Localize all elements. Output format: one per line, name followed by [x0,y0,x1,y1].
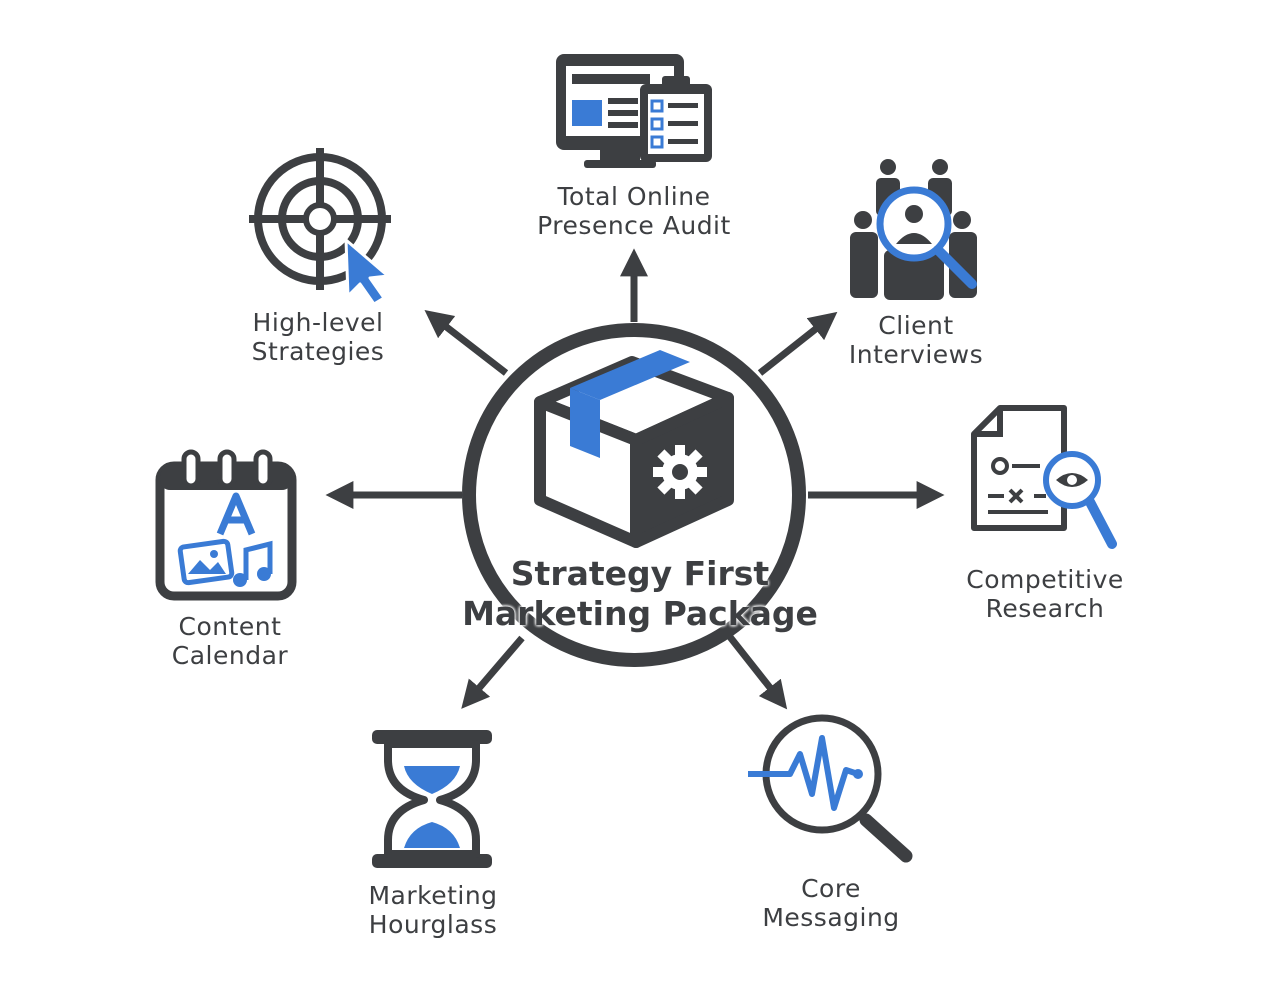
connector-arrows [325,248,945,710]
hub-title: Strategy First Marketing Package [380,554,900,634]
box-gear-icon [534,350,734,548]
arrow-to-messaging [727,634,788,710]
arrow-to-strategies [424,310,509,376]
node-label-messaging: Core Messaging [731,874,931,932]
monitor-checklist-icon [556,54,712,168]
document-magnifier-icon [971,405,1117,549]
node-label-messaging-line2: Messaging [762,903,900,932]
node-label-calendar: Content Calendar [130,612,330,670]
node-label-interviews-line1: Client [878,311,954,340]
node-label-calendar-line2: Calendar [171,641,289,670]
hub-title-line1: Strategy First [510,554,770,593]
waveform-magnifier-icon [748,714,913,863]
node-label-audit-line1: Total Online [557,182,711,211]
node-label-research: Competitive Research [945,565,1145,623]
node-label-audit: Total Online Presence Audit [514,182,754,240]
node-label-research-line1: Competitive [966,565,1124,594]
node-label-strategies-line2: Strategies [251,337,385,366]
calendar-media-icon [155,449,297,601]
node-label-interviews-line2: Interviews [848,340,984,369]
people-magnifier-icon [850,159,977,300]
node-label-strategies-line1: High-level [252,308,384,337]
arrow-to-hourglass [461,635,525,709]
arrow-to-interviews [757,311,838,376]
node-label-messaging-line1: Core [801,874,861,903]
node-label-hourglass-line2: Hourglass [368,910,498,939]
node-label-hourglass: Marketing Hourglass [333,881,533,939]
node-label-calendar-line1: Content [178,612,282,641]
node-label-audit-line2: Presence Audit [537,211,731,240]
target-cursor-icon [249,148,391,306]
node-label-hourglass-line1: Marketing [368,881,498,910]
hourglass-icon [372,730,492,868]
node-label-strategies: High-level Strategies [218,308,418,366]
node-label-interviews: Client Interviews [816,311,1016,369]
node-label-research-line2: Research [985,594,1105,623]
hub-title-line2: Marketing Package [462,594,818,633]
